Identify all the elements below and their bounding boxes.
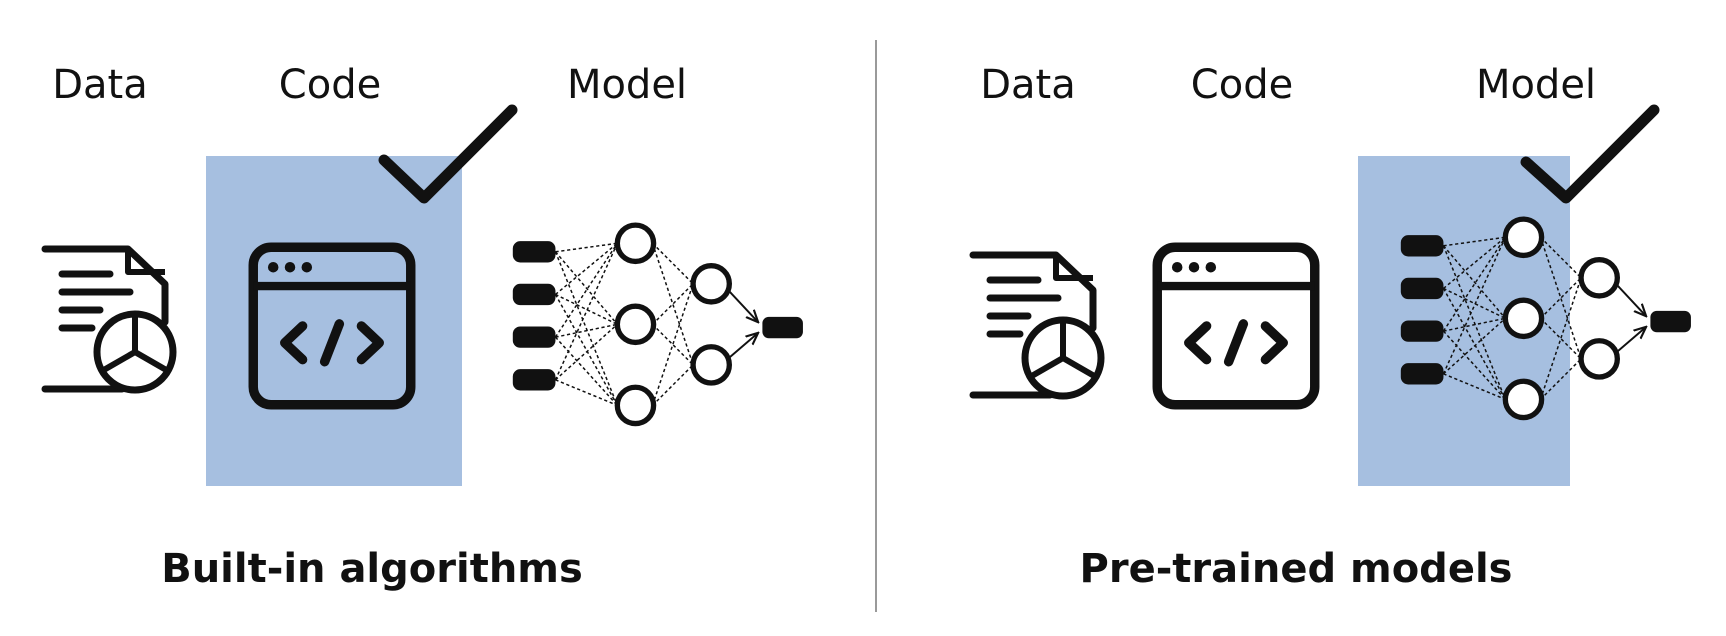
document-chart-icon <box>45 249 173 390</box>
heading-data: Data <box>52 62 148 108</box>
heading-model: Model <box>567 62 687 108</box>
code-highlight-box <box>206 156 462 486</box>
heading-code: Code <box>1191 62 1293 108</box>
caption-pre-trained-models: Pre-trained models <box>1080 546 1513 592</box>
heading-model: Model <box>1476 62 1596 108</box>
heading-code: Code <box>279 62 381 108</box>
heading-data: Data <box>980 62 1076 108</box>
panel-pre-trained-models: Data Code Model Pre-trained models <box>973 62 1691 592</box>
document-chart-icon <box>973 255 1101 396</box>
neural-network-icon <box>513 225 803 423</box>
checkmark-icon <box>378 104 518 204</box>
checkmark-icon <box>1520 104 1660 204</box>
code-window-icon <box>1157 247 1315 405</box>
caption-built-in-algorithms: Built-in algorithms <box>161 546 583 592</box>
panel-built-in-algorithms: Data Code Model Built-in algorithms <box>45 62 803 592</box>
